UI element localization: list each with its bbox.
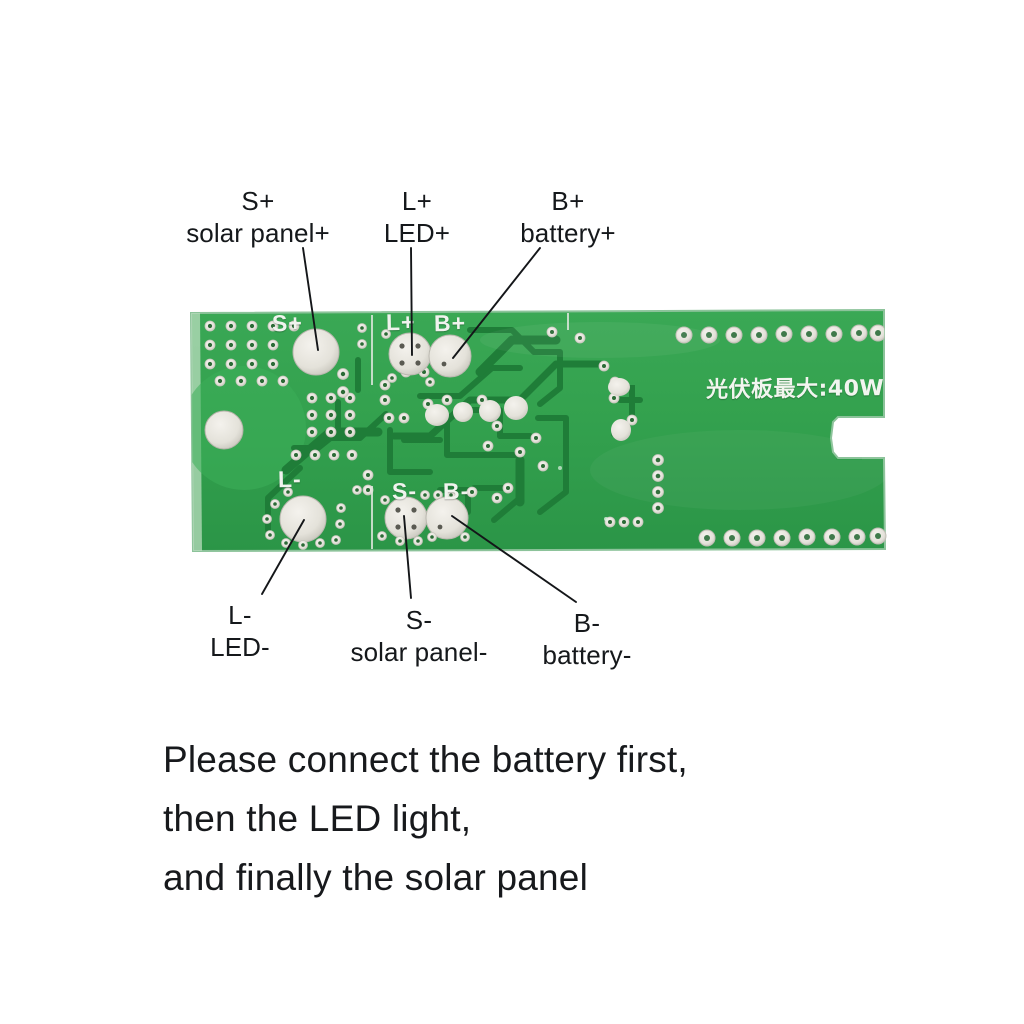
solder-blobs <box>425 378 631 441</box>
vias-scattered <box>290 326 664 528</box>
callout-b-plus-desc: battery+ <box>520 217 616 248</box>
instruction-line-1: Please connect the battery first, <box>163 739 688 780</box>
callout-l-minus-desc: LED- <box>210 631 270 662</box>
callout-s-plus-desc: solar panel+ <box>186 217 330 248</box>
callout-b-minus-desc: battery- <box>542 639 632 670</box>
instruction-line-3: and finally the solar panel <box>163 857 589 899</box>
callout-b-minus: B- battery- <box>521 608 653 671</box>
pcb-substrate <box>189 308 887 553</box>
callout-s-plus: S+ solar panel+ <box>180 186 336 249</box>
instruction-text: Please connect the battery first, then t… <box>163 730 923 908</box>
callout-l-plus-desc: LED+ <box>383 217 451 248</box>
callout-b-plus: B+ battery+ <box>500 186 636 249</box>
silkscreen-l-plus: L+ <box>385 308 416 336</box>
silkscreen-power-rating: 光伏板最大:40W <box>705 376 885 403</box>
silkscreen-b-minus: B- <box>442 477 470 505</box>
silkscreen-l-minus: L- <box>277 465 302 493</box>
connection-pads <box>279 328 472 543</box>
callout-s-plus-code: S+ <box>241 186 275 216</box>
silkscreen-b-plus: B+ <box>433 309 467 337</box>
callout-l-minus-code: L- <box>228 600 252 630</box>
callout-b-minus-code: B- <box>573 608 601 638</box>
callout-s-minus-code: S- <box>405 605 433 635</box>
pin-header-top <box>675 324 887 344</box>
via-grid-mid <box>306 392 356 438</box>
callout-l-plus-code: L+ <box>401 186 433 216</box>
silkscreen-s-minus: S- <box>391 477 418 505</box>
pin-header-bottom <box>698 527 887 547</box>
callout-s-minus-desc: solar panel- <box>350 636 488 667</box>
callout-s-minus: S- solar panel- <box>341 605 497 668</box>
callout-l-minus: L- LED- <box>184 600 296 663</box>
silkscreen-s-plus: S+ <box>271 309 303 337</box>
callout-b-plus-code: B+ <box>551 186 585 216</box>
pcb-artwork <box>191 313 887 550</box>
instruction-line-2: then the LED light, <box>163 798 472 840</box>
callout-l-plus: L+ LED+ <box>350 186 484 249</box>
